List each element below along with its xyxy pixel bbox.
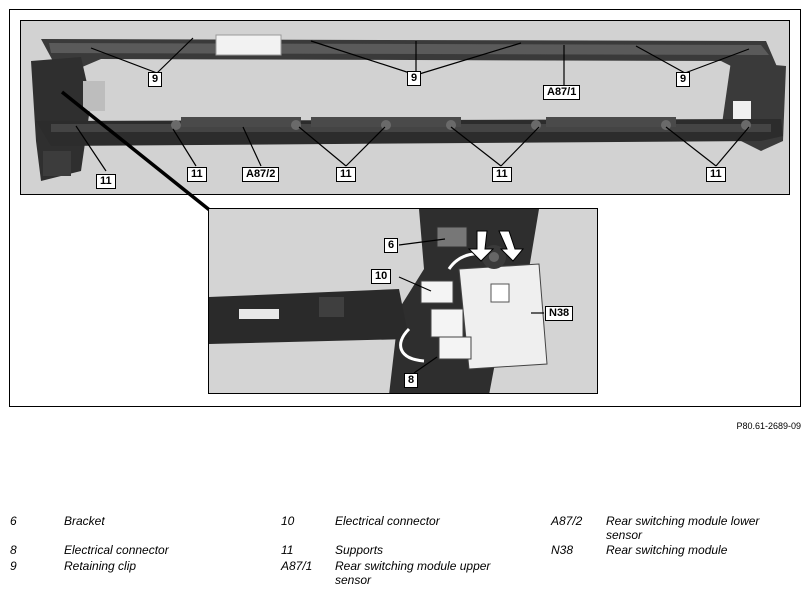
callout-11-c: 11 <box>336 167 356 182</box>
legend-code: A87/2 <box>551 514 583 528</box>
bumper-bracket-illustration <box>21 21 789 194</box>
main-photo: 9 9 9 A87/1 11 11 A87/2 11 11 11 <box>20 20 790 195</box>
callout-a87-2: A87/2 <box>242 167 280 182</box>
callout-n38: N38 <box>545 306 574 321</box>
legend-code: 9 <box>10 559 17 573</box>
legend-code: N38 <box>551 543 574 557</box>
legend-code: 11 <box>281 543 294 557</box>
legend-description: Supports <box>335 543 384 557</box>
figure-reference-code: P80.61-2689-09 <box>736 421 801 431</box>
callout-10: 10 <box>371 269 392 284</box>
callout-11-e: 11 <box>706 167 726 182</box>
callout-11-b: 11 <box>187 167 207 182</box>
legend-description: Rear switching module lower sensor <box>606 514 760 542</box>
callout-11-a: 11 <box>96 174 116 189</box>
callout-a87-1: A87/1 <box>543 85 581 100</box>
callout-9-center: 9 <box>407 71 422 86</box>
legend-code: 6 <box>10 514 17 528</box>
callout-11-d: 11 <box>492 167 512 182</box>
switching-module-illustration <box>209 209 597 393</box>
callout-8: 8 <box>404 373 419 388</box>
inset-detail-photo: 6 10 N38 8 <box>208 208 598 394</box>
callout-6: 6 <box>384 238 399 253</box>
callout-9-left: 9 <box>148 72 163 87</box>
legend-description: Electrical connector <box>64 543 169 557</box>
legend-description: Rear switching module <box>606 543 728 557</box>
callout-9-right: 9 <box>676 72 691 87</box>
legend-description: Rear switching module upper sensor <box>335 559 491 587</box>
legend-description: Bracket <box>64 514 105 528</box>
legend-description: Retaining clip <box>64 559 137 573</box>
legend-code: A87/1 <box>281 559 313 573</box>
legend-code: 10 <box>281 514 295 528</box>
legend-description: Electrical connector <box>335 514 440 528</box>
legend-code: 8 <box>10 543 17 557</box>
